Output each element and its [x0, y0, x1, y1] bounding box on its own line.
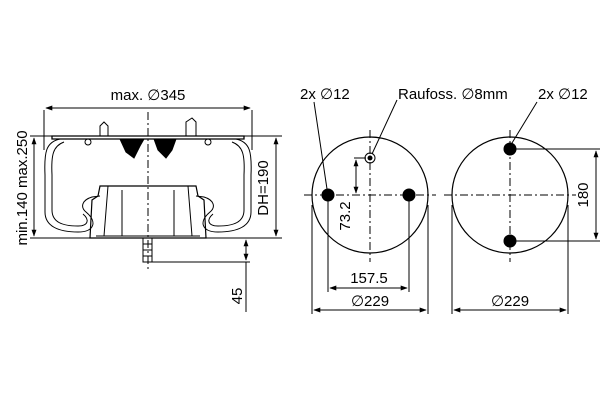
- hole-left-2: [402, 188, 416, 202]
- air-fitting: [99, 121, 109, 136]
- design-height-label: DH=190: [255, 160, 272, 215]
- bead-clamp-left: [119, 138, 145, 159]
- hole-label-right: 2x ∅12: [538, 86, 588, 103]
- height-range-label: min.140 max.250: [14, 130, 31, 245]
- side-view: [30, 105, 282, 312]
- max-diameter-label: max. ∅345: [111, 87, 186, 104]
- diameter-label-right: ∅229: [491, 293, 529, 310]
- hole-right-2: [503, 234, 517, 248]
- top-view-left: [304, 99, 436, 314]
- diameter-label-left: ∅229: [351, 293, 389, 310]
- bead-clamp-right: [153, 138, 177, 159]
- hole-right-1: [503, 142, 517, 156]
- leader-hole-right: [511, 101, 538, 144]
- hole-spacing-label: 157.5: [350, 270, 388, 287]
- center-hole-label: Raufoss. ∅8mm: [398, 86, 508, 103]
- hole-spacing-right-label: 180: [575, 182, 592, 207]
- top-plate: [51, 135, 245, 140]
- bellows-outline: [44, 138, 252, 233]
- top-view-right: [444, 101, 600, 314]
- hole-left-1: [321, 188, 335, 202]
- leader-center-hole: [371, 99, 398, 155]
- hole-label-left: 2x ∅12: [300, 86, 350, 103]
- offset-dim-label: 73.2: [337, 201, 354, 230]
- stud-right: [185, 117, 197, 136]
- leader-hole-left: [313, 101, 328, 190]
- stud-length-label: 45: [229, 288, 246, 305]
